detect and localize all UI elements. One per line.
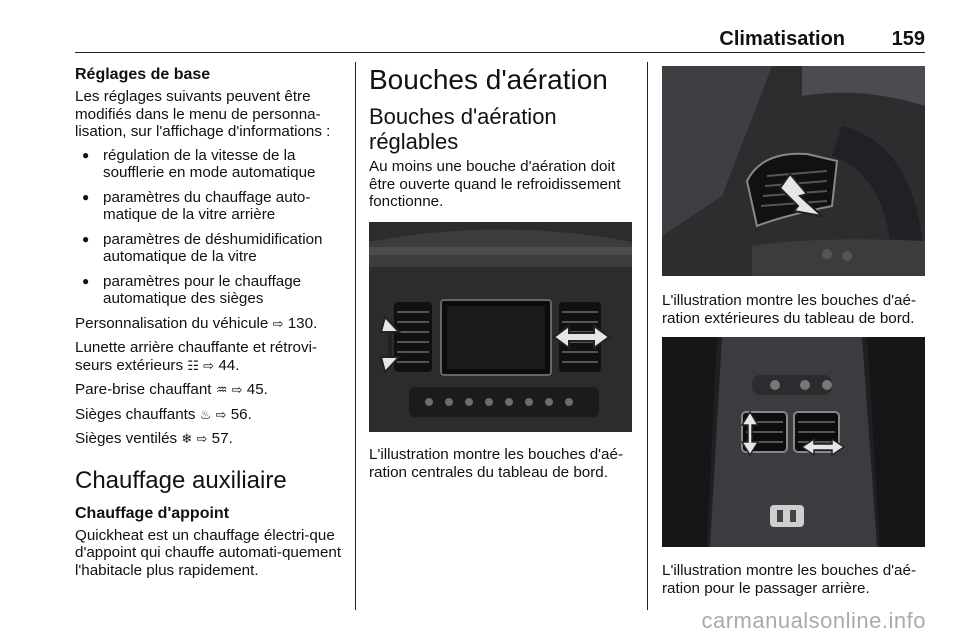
ref-personalisation: Personnalisation du véhicule ⇨ 130. (75, 315, 353, 334)
ref-page[interactable]: 130. (287, 314, 318, 332)
chapter-title: Climatisation (719, 28, 845, 50)
column-left: Réglages de base Les réglages suivants p… (75, 66, 353, 579)
ref-text: Personnalisation du véhicule (75, 314, 269, 332)
ref-heated-seats: Sièges chauffants ♨ ⇨ 56. (75, 406, 353, 425)
ref-text: Pare-brise chauffant (75, 381, 212, 398)
ref-rear-window: Lunette arrière chauffante et rétrovi-se… (75, 339, 353, 375)
page-number: 159 (891, 28, 925, 50)
heated-rear-window-icon: ☷ (187, 358, 199, 374)
basic-settings-heading: Réglages de base (75, 66, 211, 83)
ref-text: Sièges ventilés (75, 430, 178, 447)
column-divider-2 (647, 62, 648, 610)
heated-seat-icon: ♨ (199, 407, 212, 423)
page-header: Climatisation 159 (75, 28, 925, 50)
central-vents-illustration (369, 222, 632, 432)
auxiliary-heating-heading: Chauffage auxiliaire (75, 466, 287, 494)
ref-page[interactable]: 57. (211, 430, 233, 447)
outer-vents-illustration (662, 66, 925, 276)
ventilated-seat-icon: ❄ (181, 432, 193, 447)
ref-text: Sièges chauffants (75, 405, 196, 423)
list-item: paramètres pour le chauffage automatique… (75, 273, 353, 308)
adjustable-vents-heading: Bouches d'aération réglables (369, 104, 557, 154)
list-item: paramètres du chauffage auto-matique de … (75, 189, 353, 224)
page-ref-arrow-icon: ⇨ (272, 316, 284, 332)
settings-list: régulation de la vitesse de la souffleri… (75, 147, 353, 308)
outer-vents-caption: L'illustration montre les bouches d'aé-r… (662, 292, 916, 327)
intro-paragraph: Les réglages suivants peuvent être modif… (75, 88, 331, 140)
central-vents-caption: L'illustration montre les bouches d'aé-r… (369, 446, 623, 481)
list-item: paramètres de déshumidification automati… (75, 231, 353, 266)
heated-windscreen-icon: ♒ (215, 383, 228, 398)
watermark: carmanualsonline.info (701, 608, 926, 633)
ref-page[interactable]: 44. (218, 356, 240, 374)
vents-paragraph: Au moins une bouche d'aération doit être… (369, 158, 621, 210)
header-divider (75, 52, 925, 53)
column-middle: Bouches d'aération Bouches d'aération ré… (369, 64, 633, 211)
ref-text: Lunette arrière chauffante et rétrovi-se… (75, 339, 318, 374)
page-ref-arrow-icon: ⇨ (215, 407, 227, 423)
quickheat-paragraph: Quickheat est un chauffage électri-que d… (75, 526, 342, 579)
ref-windscreen: Pare-brise chauffant ♒ ⇨ 45. (75, 381, 353, 400)
page-ref-arrow-icon: ⇨ (203, 358, 215, 374)
air-vents-heading: Bouches d'aération (369, 64, 608, 95)
list-item: régulation de la vitesse de la souffleri… (75, 147, 353, 182)
ref-page[interactable]: 45. (246, 381, 268, 398)
column-divider-1 (355, 62, 356, 610)
ref-page[interactable]: 56. (230, 405, 252, 423)
ref-ventilated-seats: Sièges ventilés ❄ ⇨ 57. (75, 430, 353, 449)
supplementary-heater-heading: Chauffage d'appoint (75, 504, 230, 522)
rear-vents-caption: L'illustration montre les bouches d'aé-r… (662, 562, 916, 597)
page-ref-arrow-icon: ⇨ (196, 432, 208, 447)
page-ref-arrow-icon: ⇨ (231, 383, 243, 398)
rear-vents-illustration (662, 337, 925, 547)
